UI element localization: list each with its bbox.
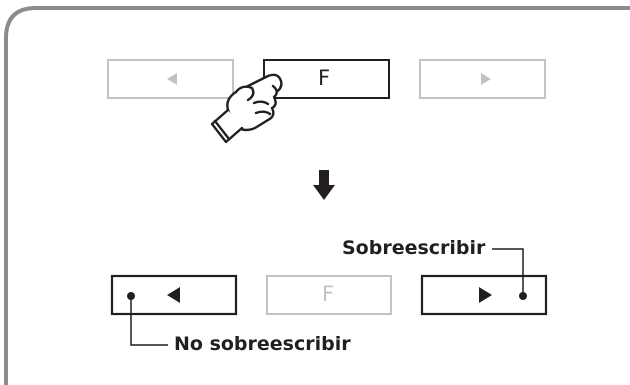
overwrite-label: Sobreescribir <box>342 237 486 259</box>
no-overwrite-label: No sobreescribir <box>174 333 351 355</box>
no-overwrite-callout-line <box>130 296 168 346</box>
no-overwrite-dot <box>127 292 135 300</box>
overwrite-callout-line <box>492 248 524 296</box>
bottom-right-button <box>420 274 548 316</box>
triangle-left-icon <box>167 287 180 303</box>
bottom-center-button-label: F <box>322 282 335 306</box>
top-left-button <box>107 59 234 99</box>
top-center-button <box>263 59 390 99</box>
diagram-frame <box>4 6 630 385</box>
overwrite-dot <box>519 292 527 300</box>
triangle-right-icon <box>481 73 491 85</box>
triangle-left-icon <box>167 73 177 85</box>
arrow-down-icon <box>313 170 335 200</box>
top-center-button-label: F <box>318 66 331 90</box>
top-right-button <box>419 59 546 99</box>
bottom-center-button <box>266 275 392 315</box>
triangle-right-icon <box>479 287 492 303</box>
pointing-hand-icon <box>210 73 283 144</box>
